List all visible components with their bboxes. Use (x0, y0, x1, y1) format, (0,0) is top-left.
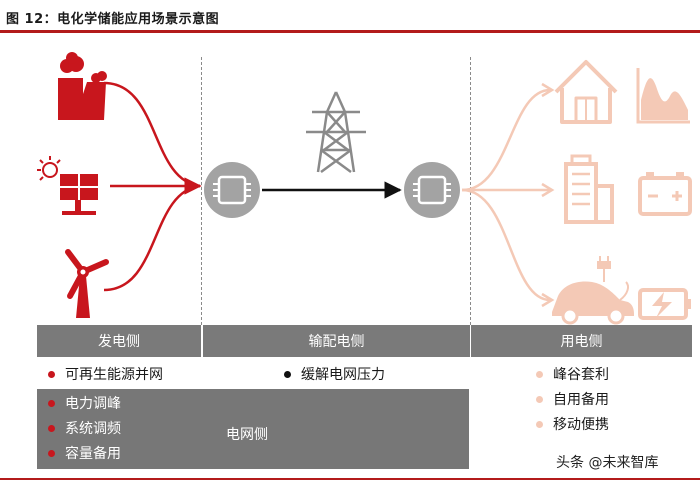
consumption-flow-lines (461, 82, 555, 308)
bullet-icon (48, 424, 55, 432)
fast-charge-battery-icon (638, 288, 691, 320)
bullet-icon (48, 370, 55, 378)
grid-side-label: 电网侧 (226, 427, 268, 443)
factory-icon (58, 52, 107, 120)
transmission-item: 缓解电网压力 (284, 364, 385, 384)
battery-icon (638, 172, 692, 216)
transmission-tower-icon (306, 91, 366, 174)
bullet-icon (536, 395, 543, 403)
area-chart-icon (636, 68, 690, 124)
bullet-icon (536, 370, 543, 378)
wind-turbine-icon (65, 249, 109, 318)
grid-side-box (37, 389, 469, 469)
consumption-item: 峰谷套利 (536, 364, 609, 384)
office-building-icon (564, 154, 614, 224)
generation-item: 可再生能源并网 (48, 364, 163, 384)
bullet-icon (536, 420, 543, 428)
title-divider (0, 30, 700, 33)
grid-item: 系统调频 (48, 418, 121, 438)
house-icon (554, 60, 618, 124)
grid-item: 电力调峰 (48, 393, 121, 413)
solar-panel-icon (37, 156, 98, 215)
stage-transmission: 输配电侧 (202, 325, 470, 357)
electric-car-icon (552, 256, 634, 325)
stage-consumption: 用电侧 (470, 325, 692, 357)
bullet-icon (284, 370, 291, 378)
bullet-icon (48, 399, 55, 407)
bottom-divider (0, 478, 700, 480)
consumption-item: 移动便携 (536, 414, 609, 434)
storage-chip-icon (404, 162, 460, 218)
grid-item: 容量备用 (48, 443, 121, 463)
consumption-item: 自用备用 (536, 389, 609, 409)
figure-title: 图 12：电化学储能应用场景示意图 (6, 12, 220, 27)
storage-chip-icon (204, 162, 260, 218)
generation-flow-lines (103, 81, 202, 292)
stage-generation: 发电侧 (37, 325, 201, 357)
bullet-icon (48, 449, 55, 457)
watermark: 头条 @未来智库 (556, 455, 659, 471)
